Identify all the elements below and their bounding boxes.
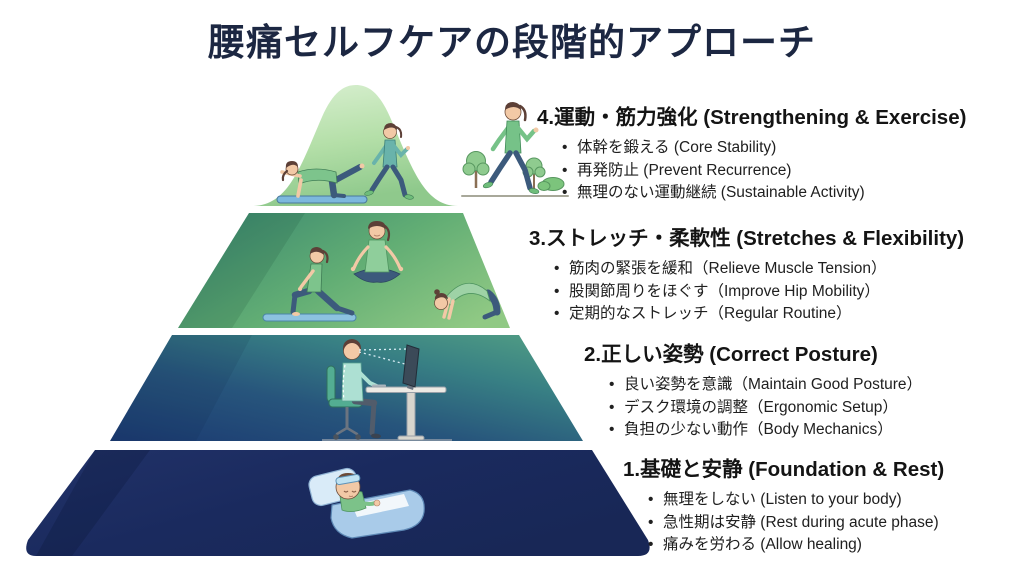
- walking-woman: [482, 102, 540, 194]
- monitor: [402, 344, 420, 388]
- chair-backrest: [326, 365, 336, 403]
- pyramid-tier-2-facet: [110, 335, 252, 441]
- bush-icon: [537, 177, 565, 191]
- arrow: [495, 261, 505, 288]
- posture-guide-line: [342, 364, 346, 401]
- bullet-item: 体幹を鍛える (Core Stability): [562, 137, 966, 160]
- pyramid-tier-3-facet: [178, 213, 305, 328]
- lunge-stretch-illustration: [262, 247, 357, 322]
- page-title: 腰痛セルフケアの段階的アプローチ: [208, 22, 816, 63]
- bullet-item: 無理をしない (Listen to your body): [648, 489, 944, 512]
- closed-eye: [351, 490, 357, 493]
- bullet-item: 再発防止 (Prevent Recurrence): [562, 160, 966, 183]
- cat-stretch-illustration: [434, 255, 505, 320]
- walking-person-illustration: [364, 123, 414, 200]
- bullet-item: 急性期は安静 (Rest during acute phase): [648, 512, 944, 535]
- level-4-section: 4.運動・筋力強化 (Strengthening & Exercise) 体幹を…: [537, 100, 966, 205]
- level-2-section: 2.正しい姿勢 (Correct Posture) 良い姿勢を意識（Mainta…: [584, 337, 922, 442]
- tree-icon: [462, 151, 490, 188]
- bullet-item: 無理のない運動継続 (Sustainable Activity): [562, 182, 966, 205]
- desk-top: [365, 386, 447, 393]
- seated-meditation-illustration: [350, 221, 404, 283]
- level-4-heading: 4.運動・筋力強化 (Strengthening & Exercise): [537, 106, 967, 129]
- bullet-item: 股関節周りをほぐす（Improve Hip Mobility）: [554, 281, 964, 304]
- resting-in-bed-illustration: [308, 467, 425, 539]
- pyramid-tier-4: [252, 85, 458, 206]
- pyramid-tier-1-facet: [36, 450, 150, 556]
- pyramid-tier-3: [178, 213, 510, 328]
- cold-compress: [335, 473, 361, 486]
- level-2-heading: 2.正しい姿勢 (Correct Posture): [584, 343, 878, 366]
- level-1-section: 1.基礎と安静 (Foundation & Rest) 無理をしない (List…: [623, 452, 944, 557]
- bird-dog-exercise-illustration: [276, 161, 368, 204]
- level-1-bullet-list: 無理をしない (Listen to your body) 急性期は安静 (Res…: [623, 489, 944, 557]
- bullet-item: 定期的なストレッチ（Regular Routine）: [554, 303, 964, 326]
- bullet-item: 良い姿勢を意識（Maintain Good Posture）: [609, 374, 922, 397]
- ergonomic-desk-illustration: [322, 339, 452, 441]
- outdoor-walking-illustration: [461, 102, 569, 197]
- bullet-item: 痛みを労わる (Allow healing): [648, 534, 944, 557]
- level-4-bullet-list: 体幹を鍛える (Core Stability) 再発防止 (Prevent Re…: [537, 137, 966, 205]
- level-3-bullet-list: 筋肉の緊張を緩和（Relieve Muscle Tension） 股関節周りをほ…: [529, 258, 964, 326]
- bullet-item: デスク環境の調整（Ergonomic Setup）: [609, 397, 922, 420]
- level-3-heading: 3.ストレッチ・柔軟性 (Stretches & Flexibility): [529, 227, 965, 250]
- closed-eye: [343, 490, 349, 493]
- bullet-item: 負担の少ない動作（Body Mechanics）: [609, 419, 922, 442]
- bullet-item: 筋肉の緊張を緩和（Relieve Muscle Tension）: [554, 258, 964, 281]
- level-2-bullet-list: 良い姿勢を意識（Maintain Good Posture） デスク環境の調整（…: [584, 374, 922, 442]
- level-1-heading: 1.基礎と安静 (Foundation & Rest): [623, 458, 945, 481]
- pyramid-tier-1: [26, 450, 650, 556]
- level-3-section: 3.ストレッチ・柔軟性 (Stretches & Flexibility) 筋肉…: [529, 221, 964, 326]
